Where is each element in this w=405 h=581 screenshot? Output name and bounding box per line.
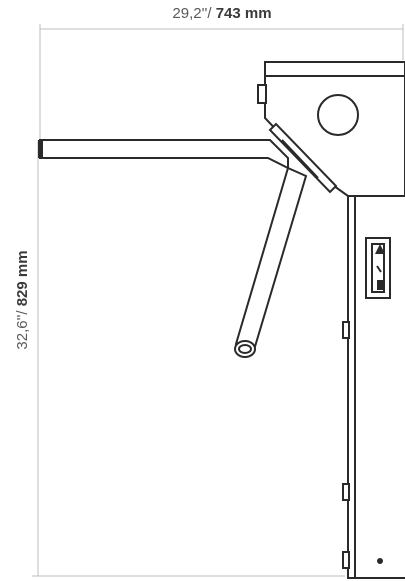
width-mm-value: 743 mm: [216, 5, 272, 22]
height-inch-value: 32,6''/: [14, 310, 31, 350]
coin-slot-mark: [376, 265, 382, 273]
width-inch-value: 29,2''/: [172, 5, 212, 22]
angled-arm: [234, 166, 308, 352]
cabinet-hinge-top: [342, 321, 350, 339]
arm-hub-line: [281, 139, 319, 179]
height-mm-value: 829 mm: [14, 250, 31, 306]
turnstile-body: [38, 61, 405, 579]
cabinet-foot-tab: [342, 551, 350, 569]
height-dimension: 32,6''/ 829 mm: [14, 140, 345, 577]
horizontal-arm: [39, 139, 289, 170]
width-dimension: 29,2''/ 743 mm: [39, 5, 404, 140]
coin-slot-icon: [377, 280, 383, 290]
width-dimension-label: 29,2''/ 743 mm: [172, 5, 271, 22]
horizontal-arm-cap: [38, 140, 43, 158]
angled-arm-cap-inner: [238, 344, 252, 354]
lock-hole-icon: [377, 558, 383, 564]
arm-hub-plate: [268, 122, 338, 194]
coin-acceptor: [365, 237, 391, 299]
cabinet-hinge-bottom: [342, 483, 350, 501]
rotor-cover-circle: [317, 94, 359, 136]
coin-acceptor-inner: [371, 243, 385, 293]
head-side-tab: [257, 84, 267, 104]
height-dimension-label: 32,6''/ 829 mm: [14, 250, 31, 349]
warning-icon: [375, 244, 385, 254]
angled-arm-cap: [234, 340, 256, 358]
